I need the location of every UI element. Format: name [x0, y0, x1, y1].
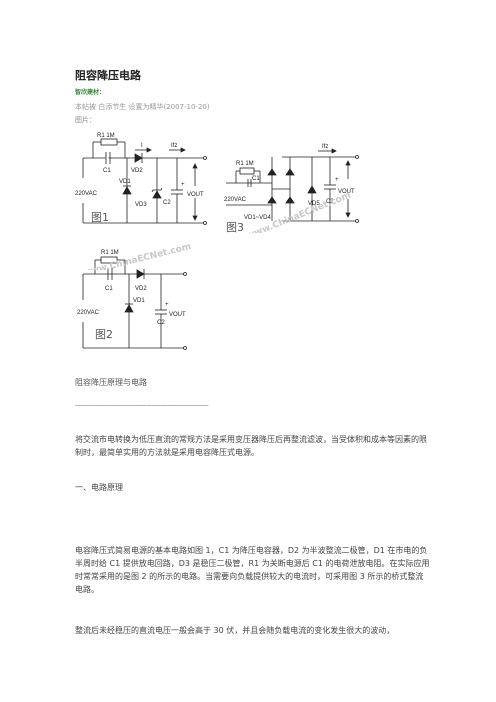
fig1-vd2-label: VD2 — [131, 168, 143, 174]
watermark-overlay: www.ChinaECNet.com — [82, 242, 192, 270]
watermark-left: www.ChinaECNet.com — [82, 242, 192, 270]
fig1-title: 图1 — [91, 211, 109, 224]
fig1-c1-label: C1 — [103, 168, 111, 174]
fig3-title: 图3 — [226, 221, 244, 233]
fig1-c2-label: C2 — [163, 200, 171, 206]
fig1-vd1-label: VD1 — [119, 179, 131, 185]
watermark-fig3: www.ChinaECNet.com — [245, 191, 352, 233]
article-tag[interactable]: 智欣建材： — [75, 89, 106, 96]
paragraph-principle: 电容降压式简易电源的基本电路如图 1，C1 为降压电容器，D2 为半波整流二极管… — [75, 546, 430, 594]
fig2-r1-label: R1 1M — [101, 250, 119, 256]
fig3-ifz-label: Ifz — [322, 144, 328, 150]
fig1-current-label: I — [141, 143, 143, 149]
picture-label: 图片： — [75, 116, 96, 124]
divider-line: ----------------------------------------… — [75, 402, 209, 409]
fig2-vout-label: VOUT — [169, 312, 186, 318]
paragraph-voltage: 整流后未经稳压的直流电压一般会高于 30 伏，并且会随负载电流的变化发生很大的波… — [75, 626, 395, 635]
fig1-plus-label: + — [181, 182, 185, 188]
fig1-vout-label: VOUT — [187, 192, 204, 198]
fig3-vd5-label: VD5 — [308, 201, 320, 207]
fig3-c2-label: C2 — [326, 199, 334, 205]
paragraph-intro: 将交流市电转换为低压直流的常规方法是采用变压器降压后再整流滤波，当受体积和成本等… — [75, 435, 427, 457]
fig3-c1-label: C1 — [252, 176, 260, 182]
fig2-c1-label: C1 — [105, 286, 113, 292]
circuit-figure-1: R1 1M C1 I Ifz VD1 VD2 VD3 C2 + VOUT 220… — [75, 133, 207, 225]
fig1-r1-label: R1 1M — [97, 133, 115, 139]
fig3-bridge-label: VD1~VD4 — [244, 215, 272, 221]
fig1-vac-label: 220VAC — [75, 191, 98, 197]
fig2-vd2-label: VD2 — [135, 286, 147, 292]
fig2-vd1-label: VD1 — [133, 298, 145, 304]
fig1-vd3-label: VD3 — [135, 202, 147, 208]
circuit-figure-2: R1 1M C1 VD2 VD1 C2 + VOUT 220VAC 图2 — [77, 250, 187, 350]
fig2-plus-label: + — [165, 302, 169, 308]
article-meta: 本帖被 白添节生 设置为精华(2007-10-20) — [75, 103, 210, 111]
figure-caption: 阻容降压原理与电路 — [75, 378, 147, 387]
fig3-vout-label: VOUT — [338, 189, 355, 195]
fig1-ifz-label: Ifz — [171, 143, 177, 149]
section-heading-principle: 一、电路原理 — [75, 483, 123, 492]
fig2-title: 图2 — [95, 328, 113, 341]
fig3-vac-label: 220VAC — [224, 197, 247, 203]
fig2-vac-label: 220VAC — [77, 310, 100, 316]
fig2-c2-label: C2 — [157, 320, 165, 326]
fig3-plus-label: + — [335, 177, 339, 183]
article-title: 阻容降压电路 — [75, 69, 141, 82]
fig3-r1-label: R1 1M — [236, 161, 254, 167]
circuit-figure-3: R1 1M C1 Ifz 220VAC VD1~VD4 VD5 C2 + VOU… — [224, 144, 359, 233]
